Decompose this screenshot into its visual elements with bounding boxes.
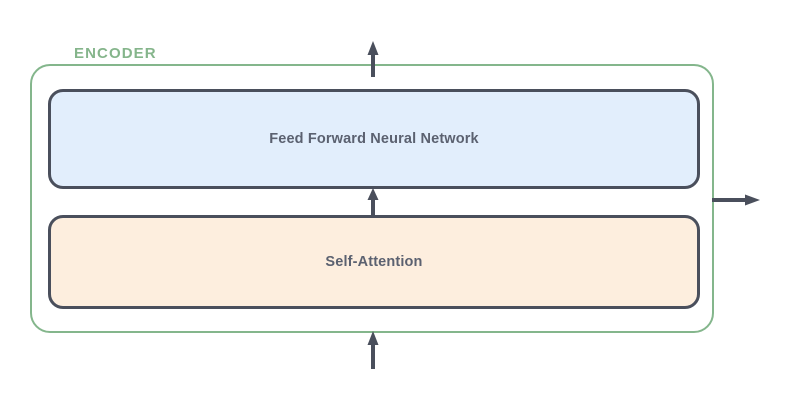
attention-to-ffnn-arrow <box>365 188 381 216</box>
feed-forward-layer-box: Feed Forward Neural Network <box>48 89 700 189</box>
feed-forward-layer-label: Feed Forward Neural Network <box>269 131 479 147</box>
right-output-arrow <box>712 192 762 208</box>
encoder-label: ENCODER <box>74 45 157 62</box>
self-attention-layer-box: Self-Attention <box>48 215 700 309</box>
top-output-arrow <box>365 41 381 77</box>
self-attention-layer-label: Self-Attention <box>325 254 423 270</box>
bottom-input-arrow <box>365 331 381 369</box>
